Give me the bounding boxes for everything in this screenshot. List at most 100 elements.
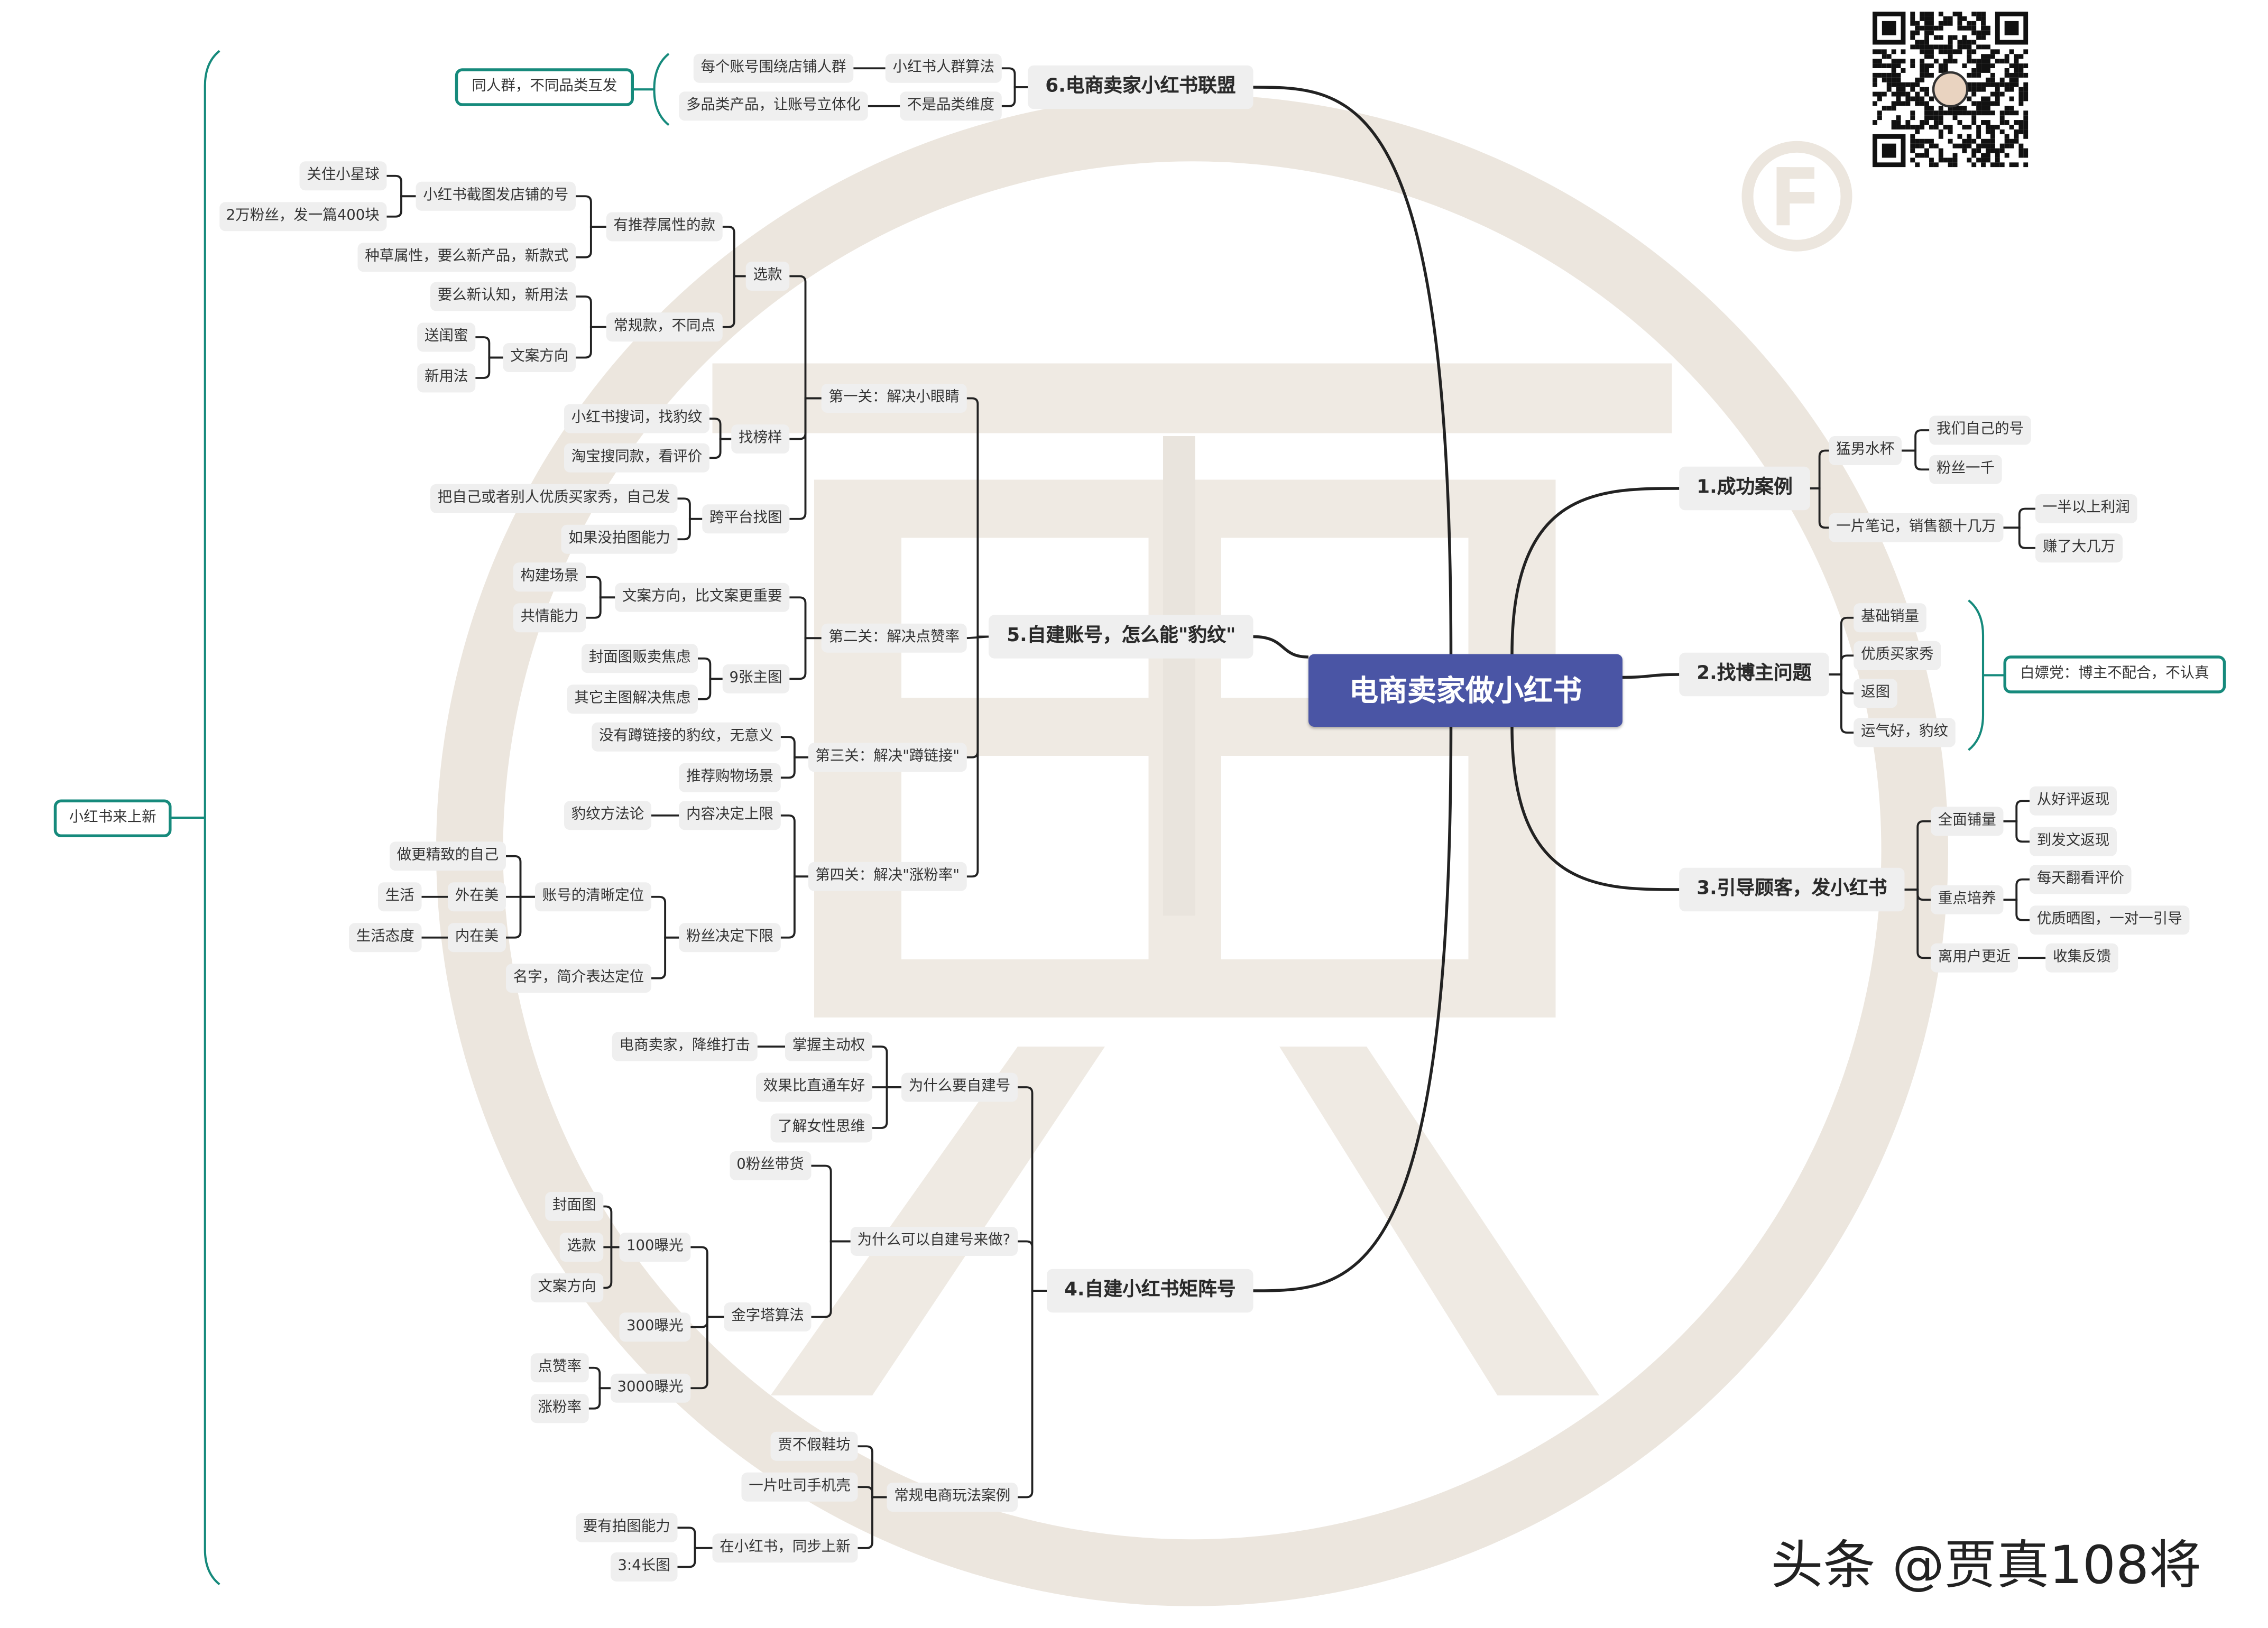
- subtopic-b1-1-1[interactable]: 我们自己的号: [1929, 415, 2031, 445]
- branch-topic-b3[interactable]: 3.引导顾客，发小红书: [1679, 867, 1905, 912]
- subtopic-b5-3-2[interactable]: 推荐购物场景: [679, 763, 781, 792]
- subtopic-b3-3-1[interactable]: 收集反馈: [2045, 943, 2118, 973]
- signature-watermark: 头条 @贾真108将: [1771, 1536, 2201, 1596]
- subtopic-b5-3-1[interactable]: 没有蹲链接的豹纹，无意义: [592, 722, 781, 752]
- subtopic-b5-1-1-1-1[interactable]: 小红书截图发店铺的号: [416, 181, 576, 211]
- subtopic-b4-3-2[interactable]: 一片吐司手机壳: [741, 1472, 858, 1502]
- subtopic-b5-4-2-1-3-1[interactable]: 生活态度: [349, 923, 422, 952]
- branch-topic-b4[interactable]: 4.自建小红书矩阵号: [1047, 1269, 1253, 1313]
- subtopic-b5-1-1-1-2[interactable]: 种草属性，要么新产品，新款式: [357, 243, 576, 272]
- subtopic-b5-2-1[interactable]: 文案方向，比文案更重要: [615, 582, 790, 612]
- subtopic-b5-2[interactable]: 第二关：解决点赞率: [821, 623, 967, 653]
- subtopic-b1-2-2[interactable]: 赚了大几万: [2035, 533, 2123, 563]
- subtopic-b5-4-2[interactable]: 粉丝决定下限: [679, 923, 781, 952]
- subtopic-b6-2-1[interactable]: 多品类产品，让账号立体化: [679, 91, 868, 121]
- subtopic-b5-1-2-2[interactable]: 淘宝搜同款，看评价: [564, 443, 709, 473]
- subtopic-b5-1-1-2-2-2[interactable]: 新用法: [417, 363, 476, 393]
- subtopic-b4-2-2-1-1[interactable]: 封面图: [545, 1192, 604, 1221]
- subtopic-b5-1-1-1[interactable]: 有推荐属性的款: [606, 212, 723, 242]
- subtopic-b2-1[interactable]: 基础销量: [1854, 603, 1926, 633]
- subtopic-b1-1[interactable]: 猛男水杯: [1829, 436, 1902, 465]
- subtopic-b6-1[interactable]: 小红书人群算法: [885, 53, 1002, 83]
- subtopic-b5-1-1-1-1-2[interactable]: 2万粉丝，发一篇400块: [219, 202, 387, 232]
- subtopic-b5-1-2[interactable]: 找榜样: [731, 424, 790, 454]
- subtopic-b5-2-2-2[interactable]: 其它主图解决焦虑: [567, 684, 698, 714]
- subtopic-b1-2[interactable]: 一片笔记，销售额十几万: [1829, 513, 2004, 542]
- connector: [1810, 487, 1829, 529]
- root-topic[interactable]: 电商卖家做小红书: [1308, 654, 1622, 727]
- subtopic-b5-2-1-2[interactable]: 共情能力: [513, 603, 586, 633]
- subtopic-b5-4-2-1[interactable]: 账号的清晰定位: [535, 882, 651, 912]
- subtopic-b4-1-1-1[interactable]: 电商卖家，降维打击: [612, 1032, 758, 1061]
- connector: [1810, 449, 1829, 489]
- subtopic-b5-1-1-2-2[interactable]: 文案方向: [503, 343, 576, 372]
- subtopic-b5-1-2-1[interactable]: 小红书搜词，找豹纹: [564, 404, 709, 433]
- subtopic-b4-3-1[interactable]: 贾不假鞋坊: [770, 1431, 858, 1461]
- subtopic-b2-4[interactable]: 运气好，豹纹: [1854, 718, 1956, 747]
- subtopic-b5-1-3-2[interactable]: 如果没拍图能力: [561, 524, 678, 554]
- connector: [386, 195, 416, 218]
- subtopic-b2-2[interactable]: 优质买家秀: [1854, 641, 1941, 670]
- summary-b2[interactable]: 白嫖党：博主不配合，不认真: [2003, 655, 2226, 693]
- subtopic-b1-2-1[interactable]: 一半以上利润: [2035, 494, 2137, 523]
- subtopic-b5-4-2-1-3[interactable]: 内在美: [448, 923, 506, 952]
- subtopic-b5-4-2-1-1[interactable]: 做更精致的自己: [390, 841, 506, 871]
- subtopic-b4-2-2-1-2[interactable]: 选款: [559, 1233, 604, 1262]
- branch-topic-b5[interactable]: 5.自建账号，怎么能"豹纹": [989, 615, 1253, 659]
- subtopic-b4-2-2-3[interactable]: 3000曝光: [610, 1373, 691, 1403]
- subtopic-b4-3-3[interactable]: 在小红书，同步上新: [712, 1533, 858, 1563]
- connector: [2003, 507, 2035, 529]
- subtopic-b3-1-1[interactable]: 从好评返现: [2030, 786, 2117, 816]
- subtopic-b3-2-1[interactable]: 每天翻看评价: [2030, 865, 2132, 894]
- subtopic-b5-1-1-2-1[interactable]: 要么新认知，新用法: [430, 282, 576, 311]
- subtopic-b5-1[interactable]: 第一关：解决小眼睛: [821, 384, 967, 413]
- subtopic-b5-2-2-1[interactable]: 封面图贩卖焦虑: [582, 644, 698, 673]
- subtopic-b5-4-1-1[interactable]: 豹纹方法论: [564, 801, 651, 830]
- subtopic-b6-2[interactable]: 不是品类维度: [900, 91, 1002, 121]
- subtopic-b2-3[interactable]: 返图: [1854, 679, 1897, 708]
- subtopic-b5-3[interactable]: 第三关：解决"蹲链接": [808, 743, 967, 772]
- branch-topic-b2[interactable]: 2.找博主问题: [1679, 652, 1829, 697]
- subtopic-b5-4-1[interactable]: 内容决定上限: [679, 801, 781, 830]
- branch-topic-b1[interactable]: 1.成功案例: [1679, 466, 1810, 511]
- subtopic-b4-3[interactable]: 常规电商玩法案例: [887, 1483, 1018, 1512]
- branch-topic-b6[interactable]: 6.电商卖家小红书联盟: [1028, 65, 1253, 109]
- subtopic-b4-2-2-1[interactable]: 100曝光: [619, 1233, 691, 1262]
- subtopic-b5-1-1[interactable]: 选款: [745, 262, 790, 291]
- subtopic-b4-1-1[interactable]: 掌握主动权: [785, 1032, 872, 1061]
- subtopic-b4-3-3-2[interactable]: 3:4长图: [610, 1552, 678, 1581]
- subtopic-b4-1[interactable]: 为什么要自建号: [901, 1072, 1018, 1102]
- subtopic-b3-3[interactable]: 离用户更近: [1931, 943, 2018, 973]
- subtopic-b4-2-2-1-3[interactable]: 文案方向: [530, 1273, 604, 1302]
- summary-b6[interactable]: 同人群，不同品类互发: [455, 68, 634, 106]
- subtopic-b5-2-2[interactable]: 9张主图: [722, 664, 790, 693]
- subtopic-b5-1-3-1[interactable]: 把自己或者别人优质买家秀，自己发: [430, 484, 678, 513]
- subtopic-b4-1-2[interactable]: 效果比直通车好: [756, 1072, 872, 1102]
- subtopic-b3-1-2[interactable]: 到发文返现: [2030, 827, 2117, 856]
- summary-left[interactable]: 小红书来上新: [53, 799, 172, 837]
- subtopic-b4-1-3[interactable]: 了解女性思维: [770, 1113, 872, 1143]
- subtopic-b1-1-2[interactable]: 粉丝一千: [1929, 455, 2002, 484]
- subtopic-b5-1-1-2[interactable]: 常规款，不同点: [606, 312, 723, 342]
- subtopic-b5-4-2-2[interactable]: 名字，简介表达定位: [506, 964, 651, 993]
- subtopic-b4-2-2-2[interactable]: 300曝光: [619, 1312, 691, 1342]
- subtopic-b3-2-2[interactable]: 优质晒图，一对一引导: [2030, 905, 2190, 935]
- root-connector: [1253, 635, 1309, 659]
- subtopic-b4-3-3-1[interactable]: 要有拍图能力: [576, 1513, 678, 1542]
- subtopic-b5-2-1-1[interactable]: 构建场景: [513, 562, 586, 592]
- subtopic-b4-2[interactable]: 为什么可以自建号来做?: [850, 1227, 1018, 1256]
- subtopic-b5-1-3[interactable]: 跨平台找图: [702, 504, 790, 534]
- subtopic-b5-4[interactable]: 第四关：解决"涨粉率": [808, 862, 967, 891]
- subtopic-b4-2-2-3-2[interactable]: 涨粉率: [530, 1394, 589, 1423]
- subtopic-b3-1[interactable]: 全面铺量: [1931, 807, 2004, 836]
- subtopic-b5-4-2-1-2[interactable]: 外在美: [448, 882, 506, 912]
- subtopic-b4-2-2[interactable]: 金字塔算法: [724, 1302, 812, 1331]
- subtopic-b6-1-1[interactable]: 每个账号围绕店铺人群: [693, 53, 854, 83]
- subtopic-b5-1-1-2-2-1[interactable]: 送闺蜜: [417, 322, 476, 352]
- subtopic-b5-4-2-1-2-1[interactable]: 生活: [378, 882, 422, 912]
- subtopic-b4-2-2-3-1[interactable]: 点赞率: [530, 1353, 589, 1383]
- connector: [475, 356, 503, 379]
- subtopic-b5-1-1-1-1-1[interactable]: 关住小星球: [299, 161, 387, 191]
- subtopic-b4-2-1[interactable]: 0粉丝带货: [729, 1151, 812, 1180]
- subtopic-b3-2[interactable]: 重点培养: [1931, 885, 2004, 914]
